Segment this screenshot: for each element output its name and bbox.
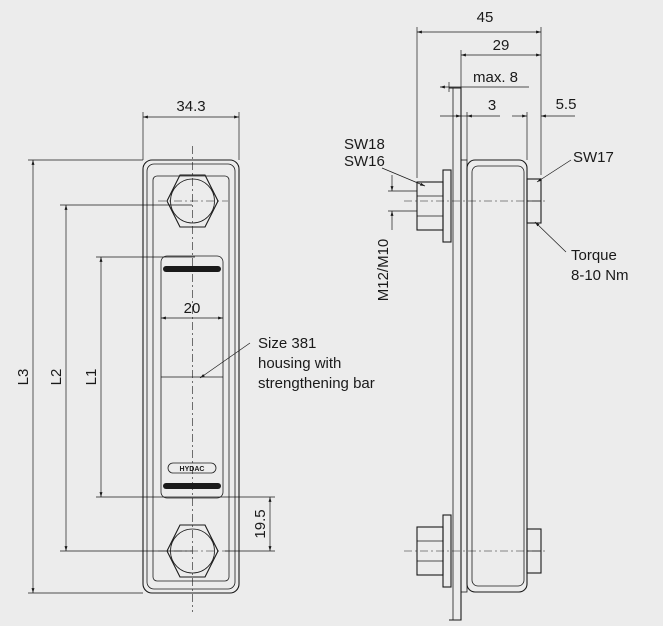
- sw17-label: SW17: [573, 149, 614, 166]
- dim-max8-label: max. 8: [473, 69, 518, 86]
- sw16-label: SW16: [344, 153, 385, 170]
- callout-line-3: strengthening bar: [258, 375, 375, 392]
- l2-label: L2: [48, 369, 65, 386]
- brand-badge: [167, 462, 217, 474]
- l3-label: L3: [15, 369, 32, 386]
- dim-5-5-label: 5.5: [556, 96, 577, 113]
- callout-line-1: Size 381: [258, 335, 316, 352]
- side-view: 45 29 max. 8 3 5.5 SW18 SW16 SW17 M12/M1…: [344, 9, 629, 621]
- offset-dimension-label: 19.5: [252, 509, 269, 538]
- gasket: [460, 159, 468, 593]
- inner-width-label: 20: [184, 300, 201, 317]
- callout-line-2: housing with: [258, 355, 341, 372]
- dim-29-label: 29: [493, 37, 510, 54]
- l1-label: L1: [83, 369, 100, 386]
- housing-outline: [142, 159, 240, 594]
- top-bolt-hex-icon: [166, 174, 219, 228]
- housing-side: [466, 159, 528, 593]
- dim-3-label: 3: [488, 97, 496, 114]
- sw18-label: SW18: [344, 136, 385, 153]
- torque-line-1: Torque: [571, 247, 617, 264]
- seal-ring-bottom: [163, 483, 221, 489]
- dim-45-label: 45: [477, 9, 494, 26]
- brand-label: HYDAC: [180, 466, 205, 473]
- sight-glass-body: [152, 175, 230, 582]
- thread-label: M12/M10: [375, 239, 392, 302]
- torque-line-2: 8-10 Nm: [571, 267, 629, 284]
- seal-ring-top: [163, 266, 221, 272]
- front-view: HYDAC 34.3 20 L3 L2 L1 19.5 Size 381 hou…: [15, 98, 375, 612]
- width-dimension-label: 34.3: [176, 98, 205, 115]
